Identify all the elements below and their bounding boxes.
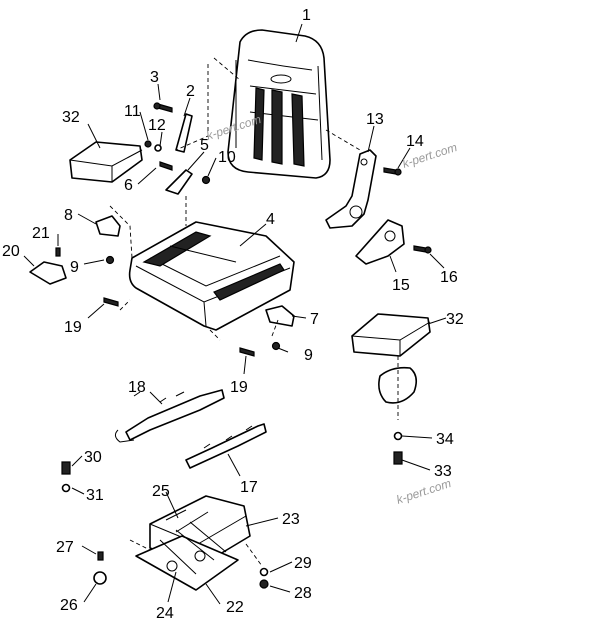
callout-25: 25: [152, 483, 170, 500]
callout-14: 14: [406, 133, 424, 150]
armrest-pad-right: [351, 313, 431, 357]
callout-21: 21: [32, 225, 50, 242]
callout-20: 20: [2, 243, 20, 260]
callout-17: 17: [240, 479, 258, 496]
callout-28: 28: [294, 585, 312, 602]
hinge-plate: [165, 169, 193, 195]
spring-pin: [55, 247, 61, 257]
callout-13: 13: [366, 111, 384, 128]
callout-15: 15: [392, 277, 410, 294]
callout-2: 2: [186, 83, 195, 100]
callout-32b: 32: [446, 311, 464, 328]
handle-lever: [29, 261, 67, 285]
callout-3: 3: [150, 69, 159, 86]
fasteners: [61, 102, 432, 589]
callout-8: 8: [64, 207, 73, 224]
callout-30: 30: [84, 449, 102, 466]
callout-34: 34: [436, 431, 454, 448]
callout-9b: 9: [304, 347, 313, 364]
callout-6: 6: [124, 177, 133, 194]
callout-22: 22: [226, 599, 244, 616]
callout-5: 5: [200, 137, 209, 154]
slide-rail-upper: [125, 389, 225, 441]
callout-33: 33: [434, 463, 452, 480]
seat-cushion: [128, 221, 295, 331]
suspension-assembly: [135, 495, 251, 591]
callout-27: 27: [56, 539, 74, 556]
callout-4: 4: [266, 211, 275, 228]
callout-10: 10: [218, 149, 236, 166]
watermark-3: k-pert.com: [395, 476, 453, 507]
backrest: [227, 29, 331, 179]
recliner-lever: [325, 149, 377, 229]
callout-32a: 32: [62, 109, 80, 126]
callout-16: 16: [440, 269, 458, 286]
callout-12: 12: [148, 117, 166, 134]
hinge-bracket: [355, 219, 405, 265]
callout-7: 7: [310, 311, 319, 328]
callout-9a: 9: [70, 259, 79, 276]
callouts: 1 2 3 4 5 6 7 8 9 9 10 11 12 13 14 15 16…: [2, 7, 464, 620]
callout-18: 18: [128, 379, 146, 396]
callout-29: 29: [294, 555, 312, 572]
callout-31: 31: [86, 487, 104, 504]
callout-19b: 19: [230, 379, 248, 396]
callout-26: 26: [60, 597, 78, 614]
callout-24: 24: [156, 605, 174, 620]
callout-11: 11: [124, 103, 141, 120]
armrest-pad-left: [69, 141, 143, 183]
bracket-right: [265, 305, 295, 327]
callout-1: 1: [302, 7, 311, 24]
slide-rail-lower: [185, 423, 267, 469]
callout-23: 23: [282, 511, 300, 528]
leader-lines: [23, 23, 447, 605]
callout-19a: 19: [64, 319, 82, 336]
bracket-left: [95, 215, 121, 237]
rod: [175, 113, 193, 153]
